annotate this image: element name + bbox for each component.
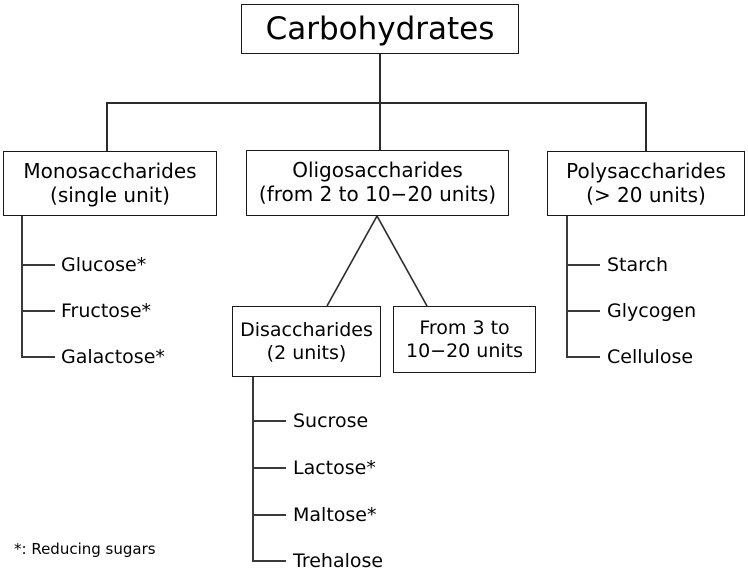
tick-polysaccharide-3 <box>566 356 600 358</box>
tick-monosaccharide-3 <box>21 356 55 358</box>
leaf-monosaccharide-glucose: Glucose* <box>61 254 147 276</box>
tick-monosaccharide-2 <box>21 310 55 312</box>
node-oligosaccharides: Oligosaccharides (from 2 to 10−20 units) <box>246 150 509 216</box>
node-polysaccharides-title: Polysaccharides <box>566 158 726 183</box>
leaf-monosaccharide-fructose: Fructose* <box>61 300 152 322</box>
connector-level1-bus <box>106 102 646 104</box>
tick-polysaccharide-2 <box>566 310 600 312</box>
node-disaccharides-title: Disaccharides <box>240 319 373 342</box>
leaf-polysaccharide-glycogen: Glycogen <box>607 300 697 322</box>
node-oligosaccharides-subtitle: (from 2 to 10−20 units) <box>258 182 497 206</box>
tick-disaccharide-3 <box>252 514 286 516</box>
connector-drop-polysaccharides <box>645 102 647 151</box>
node-from-3-to-title: From 3 to <box>419 317 510 340</box>
leaf-disaccharide-lactose: Lactose* <box>293 457 376 479</box>
node-from-3-to-subtitle: 10−20 units <box>405 339 524 362</box>
tick-monosaccharide-1 <box>21 264 55 266</box>
rail-polysaccharides <box>566 216 568 358</box>
node-polysaccharides: Polysaccharides (> 20 units) <box>547 151 745 216</box>
rail-disaccharides <box>252 377 254 562</box>
connector-drop-monosaccharides <box>106 102 108 151</box>
node-monosaccharides-title: Monosaccharides <box>23 158 197 183</box>
node-disaccharides-subtitle: (2 units) <box>266 341 347 364</box>
leaf-disaccharide-sucrose: Sucrose <box>293 410 369 432</box>
tick-disaccharide-1 <box>252 420 286 422</box>
node-carbohydrates: Carbohydrates <box>241 4 519 54</box>
footnote-reducing-sugars: *: Reducing sugars <box>14 540 156 558</box>
connector-split-right <box>376 215 428 307</box>
leaf-disaccharide-trehalose: Trehalose <box>293 550 384 572</box>
node-disaccharides: Disaccharides (2 units) <box>232 306 381 377</box>
node-monosaccharides-subtitle: (single unit) <box>50 182 170 207</box>
connector-root-trunk <box>379 54 381 103</box>
leaf-monosaccharide-galactose: Galactose* <box>61 346 165 368</box>
tick-disaccharide-2 <box>252 467 286 469</box>
node-polysaccharides-subtitle: (> 20 units) <box>586 182 706 207</box>
rail-monosaccharides <box>21 216 23 358</box>
connector-drop-oligosaccharides <box>379 102 381 150</box>
node-carbohydrates-label: Carbohydrates <box>265 10 495 47</box>
connector-split-left <box>326 215 378 307</box>
tick-polysaccharide-1 <box>566 264 600 266</box>
leaf-disaccharide-maltose: Maltose* <box>293 504 377 526</box>
leaf-polysaccharide-starch: Starch <box>607 254 669 276</box>
node-monosaccharides: Monosaccharides (single unit) <box>3 151 217 216</box>
tick-disaccharide-4 <box>252 560 286 562</box>
node-from-3-to-10-20-units: From 3 to 10−20 units <box>393 306 536 373</box>
leaf-polysaccharide-cellulose: Cellulose <box>607 346 694 368</box>
node-oligosaccharides-title: Oligosaccharides <box>292 158 463 183</box>
